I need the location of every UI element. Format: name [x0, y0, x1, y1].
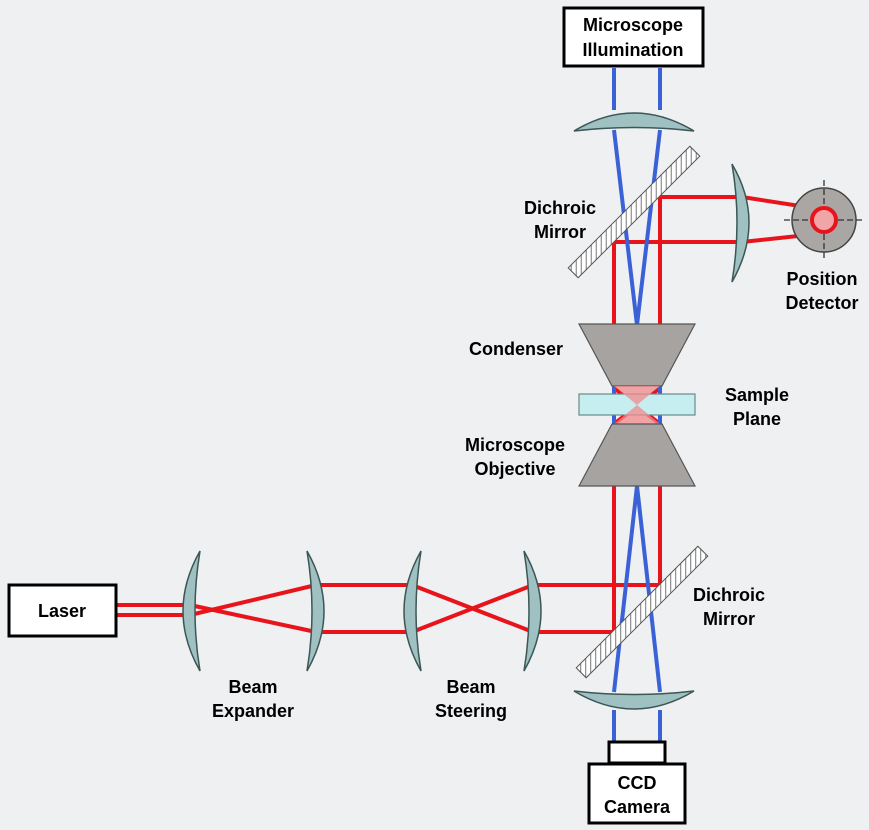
position-detector-label-line2: Detector — [785, 293, 858, 313]
beam-steering — [403, 550, 542, 672]
beam-expander — [182, 550, 325, 672]
beam-steering-lens-1 — [403, 550, 422, 672]
sample-plane-label-line1: Sample — [725, 385, 789, 405]
laser-focus-region — [614, 386, 660, 424]
dichroic-top-label-line2: Mirror — [534, 222, 586, 242]
ccd-camera-label-line1: CCD — [618, 773, 657, 793]
microscope-illumination-box: Microscope Illumination — [562, 6, 705, 68]
dichroic-bottom-label-line2: Mirror — [703, 609, 755, 629]
microscope-objective-label-line1: Microscope — [465, 435, 565, 455]
camera-lens — [573, 690, 695, 710]
beam-steering-lens-2 — [523, 550, 542, 672]
beam-expander-label-line2: Expander — [212, 701, 294, 721]
condenser — [578, 323, 696, 387]
condenser-label: Condenser — [469, 339, 563, 359]
microscope-illumination-label-line1: Microscope — [583, 15, 683, 35]
dichroic-mirror-bottom — [575, 545, 709, 679]
dichroic-bottom-label-line1: Dichroic — [693, 585, 765, 605]
laser-box: Laser — [7, 583, 118, 638]
microscope-objective — [578, 423, 696, 487]
laser-label: Laser — [38, 601, 86, 621]
beam-expander-lens-1 — [182, 550, 201, 672]
illumination-lens — [573, 112, 695, 132]
sample-plane-label-line2: Plane — [733, 409, 781, 429]
microscope-objective-label-line2: Objective — [474, 459, 555, 479]
laser-beam-path — [117, 195, 827, 634]
detector-lens — [731, 163, 750, 283]
beam-expander-lens-2 — [306, 550, 325, 672]
microscope-illumination-label-line2: Illumination — [583, 40, 684, 60]
beam-steering-label-line1: Beam — [446, 677, 495, 697]
position-detector-label-line1: Position — [787, 269, 858, 289]
ccd-camera-label-line2: Camera — [604, 797, 671, 817]
ccd-camera: CCD Camera — [587, 740, 687, 825]
beam-expander-label-line1: Beam — [228, 677, 277, 697]
dichroic-mirror-top — [567, 145, 701, 279]
position-detector — [784, 180, 864, 260]
beam-steering-label-line2: Steering — [435, 701, 507, 721]
dichroic-top-label-line1: Dichroic — [524, 198, 596, 218]
